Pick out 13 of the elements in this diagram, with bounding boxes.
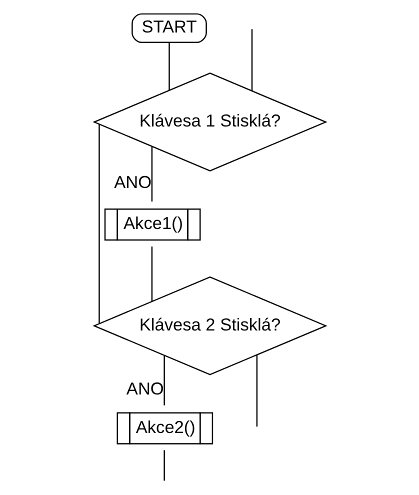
connector	[168, 42, 170, 90]
edge-label: ANO	[114, 171, 152, 192]
connector	[163, 355, 164, 405]
node-diamond: Klávesa 1 Stisklá?	[92, 72, 327, 171]
connector	[256, 354, 258, 426]
node-diamond: Klávesa 2 Stisklá?	[92, 276, 327, 375]
connector	[150, 246, 152, 301]
node-box: START	[131, 12, 206, 42]
connector	[163, 450, 164, 480]
edge-label: ANO	[126, 378, 164, 398]
connector	[250, 28, 252, 90]
connector	[150, 146, 152, 202]
connector	[98, 124, 100, 323]
